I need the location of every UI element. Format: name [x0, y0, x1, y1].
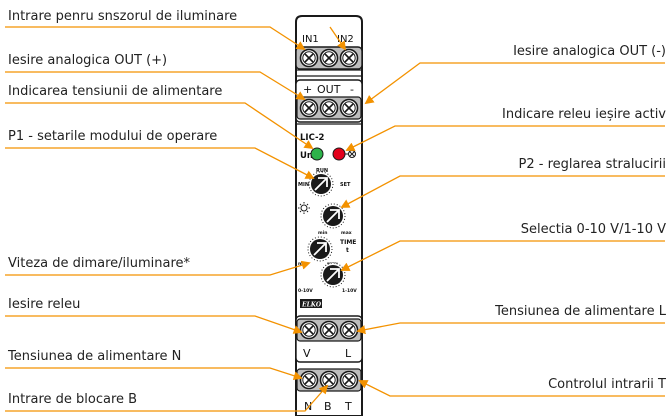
v-label: V — [303, 347, 311, 360]
p1-min-label: MIN — [298, 182, 309, 188]
label-supply-indication: Indicarea tensiunii de alimentare — [8, 84, 223, 99]
b-label: B — [324, 400, 332, 413]
out-label: OUT — [317, 83, 341, 96]
sun-icon — [298, 202, 310, 214]
p2-knob[interactable] — [320, 203, 346, 229]
un-label: Un — [300, 151, 313, 161]
range-010-label: 0-10V — [298, 288, 313, 294]
label-blocking-input: Intrare de blocare B — [8, 392, 138, 407]
p1-set-label: SET — [340, 182, 351, 188]
terminal-block-supply: V L — [295, 315, 363, 363]
green-led — [310, 147, 324, 161]
in1-label: IN1 — [302, 34, 319, 45]
leader-lines — [5, 26, 665, 412]
p1-knob[interactable] — [308, 171, 334, 197]
brand-logo: ELKO — [301, 302, 322, 309]
label-relay-active: Indicare releu ieșire activ — [502, 107, 666, 122]
time-t-label: t — [346, 247, 349, 254]
in2-label: IN2 — [337, 34, 354, 45]
label-p2: P2 - reglarea stralucirii — [518, 157, 666, 172]
terminal-block-out: + OUT - — [295, 79, 363, 123]
screw-in-mid — [319, 48, 339, 68]
label-supply-n: Tensiunea de alimentare N — [8, 349, 182, 364]
time-label: TIME — [340, 239, 356, 246]
screw-in2 — [339, 48, 359, 68]
label-out-minus: Iesire analogica OUT (-) — [513, 44, 666, 59]
label-dimming-speed: Viteza de dimare/iluminare* — [8, 256, 191, 271]
out-plus-sign: + — [303, 83, 312, 96]
front-panel: LIC-2 Un RUN MIN SET min max — [298, 133, 357, 309]
label-p1: P1 - setarile modului de operare — [8, 129, 218, 144]
t-label: T — [344, 400, 352, 413]
label-relay-output: Iesire releu — [8, 297, 81, 312]
screw-in1 — [299, 48, 319, 68]
range-110-label: 1-10V — [342, 288, 357, 294]
label-control-t: Controlul intrarii T — [548, 377, 666, 392]
label-sensor-input: Intrare penru snszorul de iluminare — [8, 9, 238, 24]
p1-run-label: RUN — [316, 168, 328, 174]
out-minus-sign: - — [350, 83, 354, 96]
terminal-block-in: IN1 IN2 — [295, 34, 363, 70]
label-range-select: Selectia 0-10 V/1-10 V — [520, 222, 666, 237]
label-out-plus: Iesire analogica OUT (+) — [8, 53, 168, 68]
range-knob[interactable] — [320, 262, 346, 288]
brand-plate — [300, 299, 322, 308]
terminal-block-control: N B T — [296, 368, 362, 413]
p2-min-label: min — [318, 230, 327, 236]
label-supply-l: Tensiunea de alimentare L — [495, 304, 666, 319]
p2-max-label: max — [341, 231, 352, 236]
time-knob[interactable] — [307, 236, 333, 262]
l-label: L — [345, 347, 352, 360]
red-led — [332, 147, 346, 161]
model-label: LIC-2 — [300, 133, 325, 143]
